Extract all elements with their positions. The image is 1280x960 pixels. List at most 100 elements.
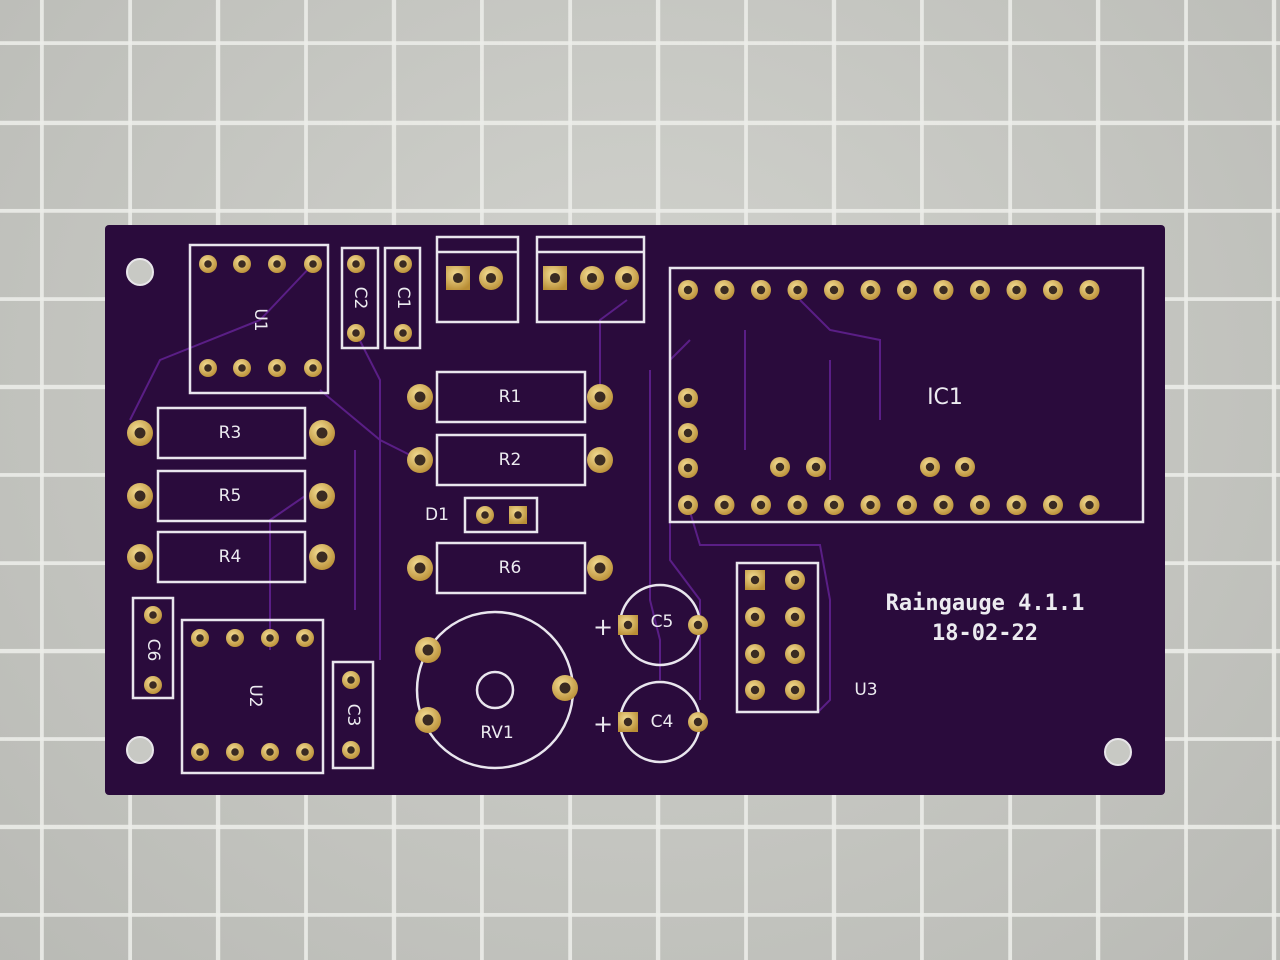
drill-hole	[683, 393, 693, 403]
drill-hole	[481, 511, 489, 519]
drill-hole	[309, 364, 317, 372]
drill-hole	[793, 500, 802, 510]
drill-hole	[134, 490, 146, 502]
drill-hole	[775, 462, 785, 472]
label-u1: U1	[250, 308, 270, 331]
drill-hole	[149, 611, 157, 619]
drill-hole	[750, 685, 760, 695]
drill-hole	[790, 575, 800, 585]
drill-hole	[1048, 500, 1058, 510]
label-r6: R6	[499, 558, 522, 578]
label-c1: C1	[393, 287, 413, 310]
drill-hole	[559, 682, 571, 694]
label-c2: C2	[350, 287, 370, 310]
drill-hole	[301, 634, 309, 642]
drill-hole	[720, 285, 729, 295]
label-d1: D1	[425, 505, 449, 525]
drill-hole	[1048, 285, 1058, 295]
drill-hole	[683, 463, 693, 473]
drill-hole	[925, 462, 935, 472]
drill-hole	[196, 748, 204, 756]
label-rv1: RV1	[480, 723, 513, 743]
label-r3: R3	[219, 423, 242, 443]
drill-hole	[422, 644, 434, 656]
drill-hole	[975, 285, 985, 295]
drill-hole	[238, 260, 246, 268]
drill-hole	[452, 272, 464, 284]
drill-hole	[301, 748, 309, 756]
drill-hole	[231, 634, 239, 642]
drill-hole	[750, 575, 760, 585]
silkscreen-labels: U1 C2 C1 R1 R2 R3 R5 R4 D1 R6 C6 U2 C3 R…	[143, 287, 1084, 743]
label-r5: R5	[219, 486, 242, 506]
label-r4: R4	[219, 547, 242, 567]
solder-pads	[127, 255, 1100, 761]
drill-hole	[514, 511, 522, 519]
drill-hole	[399, 329, 407, 337]
drill-hole	[414, 391, 426, 403]
drill-hole	[266, 748, 274, 756]
drill-hole	[939, 500, 948, 510]
label-c5-plus: +	[593, 613, 613, 641]
drill-hole	[594, 562, 606, 574]
drill-hole	[422, 714, 434, 726]
label-c5: C5	[651, 612, 674, 632]
drill-hole	[829, 500, 839, 510]
drill-hole	[485, 272, 497, 284]
label-ic1: IC1	[927, 385, 963, 410]
drill-hole	[414, 562, 426, 574]
drill-hole	[790, 685, 800, 695]
drill-hole	[273, 260, 281, 268]
drill-hole	[204, 364, 212, 372]
label-r1: R1	[499, 387, 522, 407]
drill-hole	[829, 285, 839, 295]
drill-hole	[902, 500, 912, 510]
drill-hole	[594, 454, 606, 466]
drill-hole	[549, 272, 561, 284]
drill-hole	[347, 746, 355, 754]
drill-hole	[309, 260, 317, 268]
drill-hole	[790, 612, 800, 622]
label-u2: U2	[245, 684, 265, 707]
drill-hole	[1085, 285, 1094, 295]
drill-hole	[750, 612, 760, 622]
drill-hole	[756, 285, 766, 295]
label-c4: C4	[651, 712, 674, 732]
drill-hole	[683, 285, 693, 295]
mounting-holes	[126, 258, 1132, 766]
drill-hole	[756, 500, 766, 510]
label-r2: R2	[499, 450, 522, 470]
drill-hole	[347, 676, 355, 684]
drill-hole	[623, 620, 633, 630]
drill-hole	[1012, 500, 1021, 510]
board-title: Raingauge 4.1.1	[886, 591, 1085, 616]
drill-hole	[866, 500, 875, 510]
drill-hole	[693, 717, 703, 727]
drill-hole	[134, 551, 146, 563]
label-u3: U3	[854, 680, 877, 700]
label-c4-plus: +	[593, 710, 613, 738]
drill-hole	[939, 285, 948, 295]
drill-hole	[594, 391, 606, 403]
drill-hole	[352, 329, 360, 337]
drill-hole	[793, 285, 802, 295]
board-date: 18-02-22	[932, 621, 1038, 646]
drill-hole	[352, 260, 360, 268]
drill-hole	[902, 285, 912, 295]
drill-hole	[790, 649, 800, 659]
drill-hole	[414, 454, 426, 466]
pcb-substrate	[105, 225, 1165, 795]
drill-hole	[266, 634, 274, 642]
label-c3: C3	[343, 704, 363, 727]
drill-hole	[316, 551, 328, 563]
drill-hole	[693, 620, 703, 630]
drill-hole	[134, 427, 146, 439]
drill-hole	[683, 428, 693, 438]
label-c6: C6	[143, 639, 163, 662]
drill-hole	[683, 500, 693, 510]
drill-hole	[1012, 285, 1021, 295]
drill-hole	[399, 260, 407, 268]
drill-hole	[623, 717, 633, 727]
drill-hole	[866, 285, 875, 295]
